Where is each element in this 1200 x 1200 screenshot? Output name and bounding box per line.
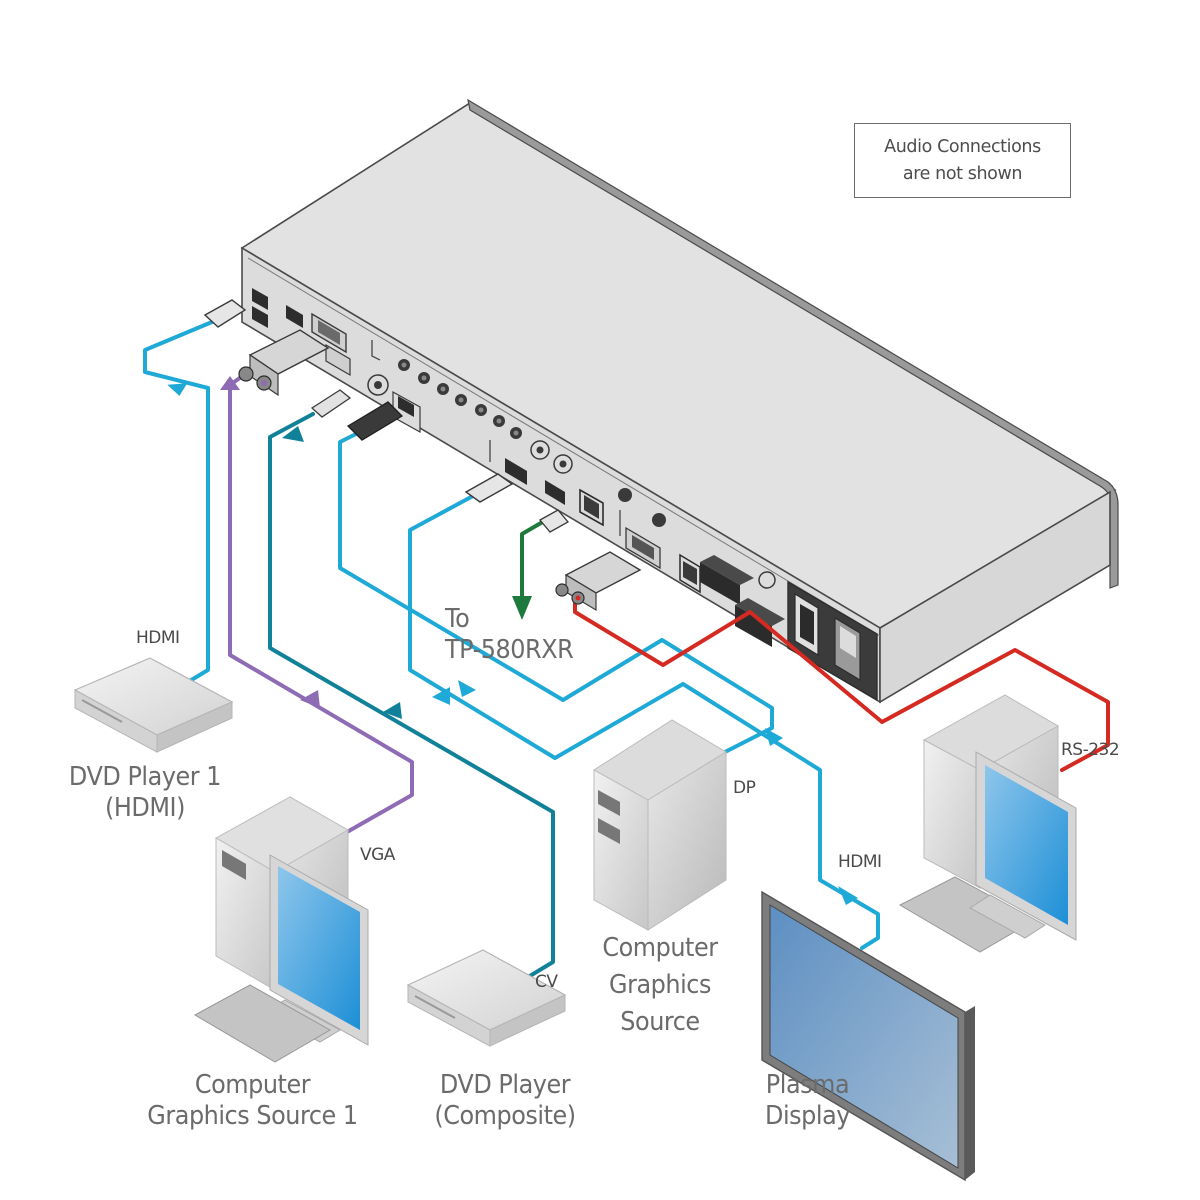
cable-arrows: [167, 376, 858, 905]
label-computer-graphics-source: Computer Graphics Source: [582, 930, 738, 1041]
dvd1-line-2: (HDMI): [104, 792, 186, 823]
hdmi-port-in-2: [286, 305, 303, 328]
cable-rs232[interactable]: [573, 590, 1110, 772]
db9-plug-rs232: [555, 551, 642, 612]
arrow-hdmi-out-2: [765, 728, 783, 746]
device-rear-rail: [467, 98, 1119, 589]
computer-graphics-source-tower: [593, 719, 727, 931]
rs232-port: [625, 526, 661, 570]
hdmi-port-out-1: [505, 458, 527, 485]
label-dvd-player-1: DVD Player 1 (HDMI): [48, 762, 241, 823]
arrow-vga-in: [220, 376, 240, 390]
device-side-face: [879, 490, 1111, 704]
label-cv: CV: [535, 972, 558, 992]
bnc-cv-port: [367, 374, 389, 396]
audio-note-line-2: are not shown: [902, 163, 1023, 184]
audio-jacks: [398, 359, 522, 439]
label-dvd-player-composite: DVD Player (Composite): [413, 1070, 597, 1131]
bnc-ref-port: [758, 571, 776, 589]
control-pc: [898, 694, 1077, 953]
terminal-block-1: [700, 555, 754, 605]
pc2-line-1: Computer: [602, 933, 718, 963]
connector-plugs: [203, 299, 642, 612]
dvd-composite-line-2: (Composite): [434, 1100, 576, 1131]
pc2-line-2: Graphics: [609, 969, 711, 1000]
label-vga: VGA: [360, 845, 395, 865]
cable-dp-in[interactable]: [338, 431, 774, 754]
cable-hdbt-out[interactable]: [520, 518, 548, 602]
bnc-out-ports: [530, 440, 573, 474]
arrow-hdmi-in: [167, 383, 188, 396]
rj45-hdbt-port: [579, 488, 604, 527]
pc1-line-1: Computer: [194, 1070, 311, 1100]
vga-plug-in: [238, 329, 330, 397]
dvd-player-1: [73, 657, 234, 753]
tp-receiver-line-1: To: [445, 604, 470, 634]
dvd1-line-1: DVD Player 1: [68, 762, 222, 792]
audio-note-box: Audio Connections are not shown: [854, 123, 1071, 198]
main-device: [240, 98, 1119, 704]
hdmi-port-in-1: [252, 288, 268, 328]
power-inlet-switch: [787, 580, 878, 702]
plasma-line-1: Plasma: [765, 1070, 850, 1100]
plasma-display: [761, 890, 975, 1182]
cable-hdmi-out[interactable]: [408, 488, 880, 950]
arrow-hdbt-down: [512, 596, 532, 620]
arrow-hdmi-out-3: [838, 886, 858, 905]
audio-out-jack: [618, 488, 632, 502]
vga-port-in: [311, 312, 347, 354]
rj45-plug: [538, 509, 570, 533]
arrow-vga-mid: [300, 690, 320, 708]
plasma-line-2: Display: [765, 1100, 850, 1131]
dvd-composite-line-1: DVD Player: [439, 1070, 571, 1100]
audio-out-jack-2: [652, 513, 666, 527]
dp-plug: [346, 401, 404, 441]
pc2-line-3: Source: [620, 1006, 700, 1037]
label-rs232: RS-232: [1061, 740, 1120, 760]
dvd-player-composite: [406, 949, 567, 1047]
label-hdmi-in: HDMI: [136, 628, 180, 648]
label-plasma-display: Plasma Display: [750, 1070, 865, 1131]
label-computer-graphics-source-1: Computer Graphics Source 1: [121, 1070, 383, 1131]
cable-hdmi-in[interactable]: [143, 320, 214, 690]
rca-plug-cv: [310, 389, 352, 418]
label-tp-receiver: To TP-580RXR: [445, 604, 574, 665]
hdmi-port-out-2: [545, 480, 565, 505]
cable-cv-in[interactable]: [268, 412, 555, 987]
cable-vga-in[interactable]: [228, 370, 414, 834]
pc1-line-2: Graphics Source 1: [147, 1100, 358, 1131]
ethernet-port: [679, 553, 701, 594]
arrow-cv-mid: [383, 702, 402, 719]
hdmi-plug-in: [203, 299, 247, 328]
computer-graphics-source-1: [193, 796, 369, 1063]
tp-receiver-line-2: TP-580RXR: [445, 634, 574, 665]
arrow-cv-in: [282, 426, 304, 442]
arrow-dp-mid: [432, 687, 450, 705]
vga-port-in-2: [325, 343, 351, 377]
label-dp: DP: [733, 778, 756, 798]
label-hdmi-out: HDMI: [838, 852, 882, 872]
audio-note-line-1: Audio Connections: [884, 136, 1041, 157]
hdmi-plug-out: [464, 473, 514, 503]
arrow-hdmi-out-1: [458, 680, 476, 697]
